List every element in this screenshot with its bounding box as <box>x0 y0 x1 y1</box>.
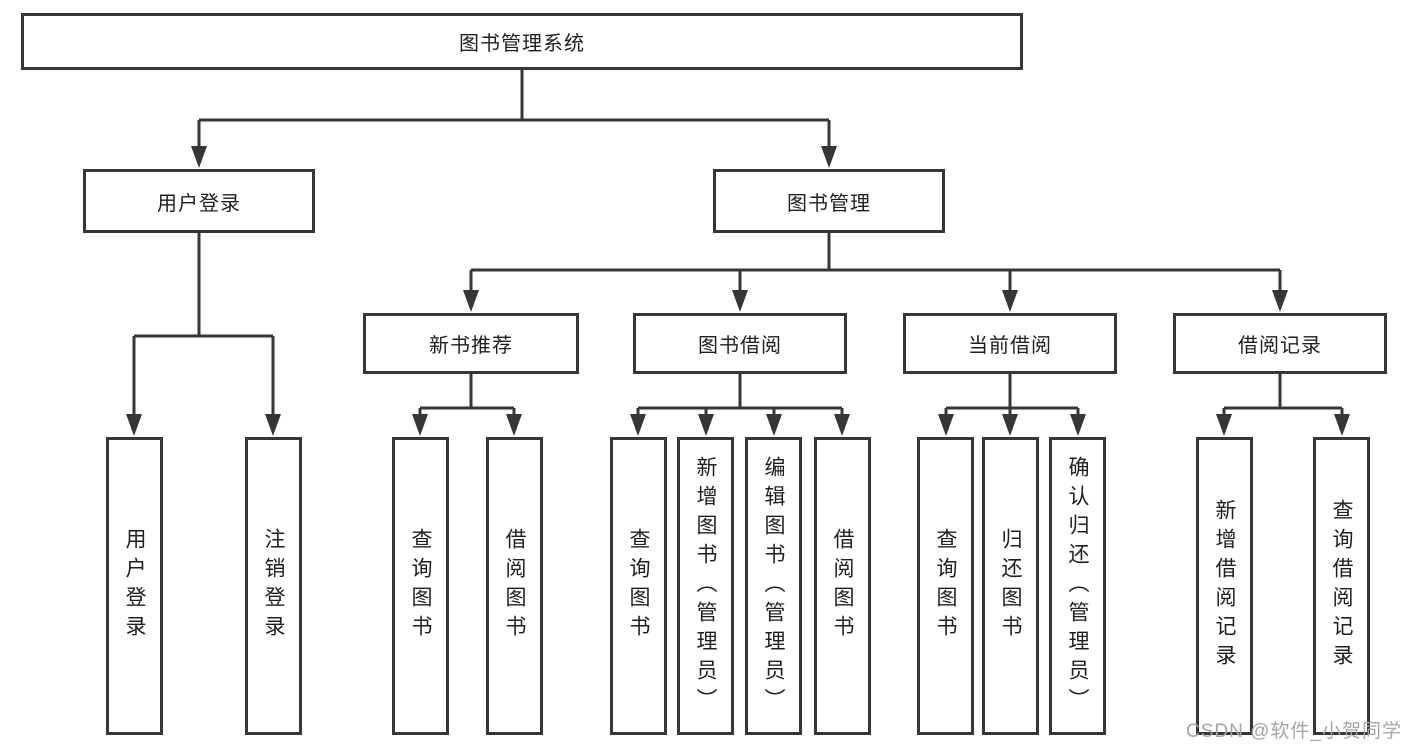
arrow-down-icon <box>821 146 837 168</box>
arrow-down-icon <box>506 414 522 436</box>
leaf-query-books-borrowing: 查询图书 <box>610 437 667 735</box>
arrow-down-icon <box>698 414 714 436</box>
connector-book-borrowing-to-leaves <box>630 374 850 436</box>
node-label: 新书推荐 <box>429 335 513 357</box>
leaf-return-books: 归还图书 <box>982 437 1039 735</box>
connector-new-book-recommend-to-leaves <box>412 374 522 436</box>
arrow-down-icon <box>938 414 954 436</box>
node-current-borrowing: 当前借阅 <box>903 313 1117 374</box>
node-book-management: 图书管理 <box>713 169 945 233</box>
node-label: 确认归还（管理员） <box>1066 455 1089 717</box>
arrow-down-icon <box>265 414 281 436</box>
node-label: 借阅图书 <box>503 528 526 644</box>
leaf-edit-books-admin: 编辑图书（管理员） <box>745 437 802 735</box>
arrow-down-icon <box>1272 290 1288 312</box>
connector-root-to-level2 <box>191 70 837 168</box>
leaf-query-borrow-record: 查询借阅记录 <box>1313 437 1370 735</box>
node-label: 查询图书 <box>409 528 432 644</box>
node-user-login: 用户登录 <box>83 169 315 233</box>
leaf-borrow-books-recommend: 借阅图书 <box>486 437 543 735</box>
node-root-system: 图书管理系统 <box>21 13 1023 70</box>
leaf-query-books-recommend: 查询图书 <box>392 437 449 735</box>
connector-current-borrowing-to-leaves <box>938 374 1086 436</box>
arrow-down-icon <box>630 414 646 436</box>
connector-user-login-to-leaves <box>126 233 281 436</box>
node-label: 用户登录 <box>123 528 146 644</box>
node-label: 新增借阅记录 <box>1213 499 1236 673</box>
leaf-logout-login: 注销登录 <box>245 437 302 735</box>
node-label: 借阅记录 <box>1238 335 1322 357</box>
node-label: 当前借阅 <box>968 335 1052 357</box>
connector-borrow-records-to-leaves <box>1216 374 1350 436</box>
connector-book-management-to-level3 <box>463 233 1288 312</box>
arrow-down-icon <box>412 414 428 436</box>
node-new-book-recommend: 新书推荐 <box>363 313 579 374</box>
arrow-down-icon <box>766 414 782 436</box>
node-label: 归还图书 <box>999 528 1022 644</box>
node-label: 借阅图书 <box>831 528 854 644</box>
node-label: 新增图书（管理员） <box>694 455 717 717</box>
arrow-down-icon <box>1002 414 1018 436</box>
leaf-add-books-admin: 新增图书（管理员） <box>677 437 734 735</box>
arrow-down-icon <box>1070 414 1086 436</box>
node-label: 图书管理 <box>787 192 871 215</box>
node-label: 注销登录 <box>262 528 285 644</box>
arrow-down-icon <box>126 414 142 436</box>
leaf-user-login: 用户登录 <box>106 437 163 735</box>
node-label: 编辑图书（管理员） <box>762 455 785 717</box>
node-label: 图书管理系统 <box>459 33 585 55</box>
arrow-down-icon <box>732 290 748 312</box>
leaf-query-books-current: 查询图书 <box>917 437 974 735</box>
node-label: 查询图书 <box>934 528 957 644</box>
node-borrow-records: 借阅记录 <box>1173 313 1387 374</box>
arrow-down-icon <box>191 146 207 168</box>
arrow-down-icon <box>1216 414 1232 436</box>
node-book-borrowing: 图书借阅 <box>633 313 847 374</box>
leaf-borrow-books-borrowing: 借阅图书 <box>814 437 871 735</box>
arrow-down-icon <box>1334 414 1350 436</box>
arrow-down-icon <box>834 414 850 436</box>
node-label: 查询图书 <box>627 528 650 644</box>
node-label: 查询借阅记录 <box>1330 499 1353 673</box>
arrow-down-icon <box>463 290 479 312</box>
arrow-down-icon <box>1002 290 1018 312</box>
node-label: 图书借阅 <box>698 335 782 357</box>
leaf-add-borrow-record: 新增借阅记录 <box>1196 437 1253 735</box>
leaf-confirm-return-admin: 确认归还（管理员） <box>1049 437 1106 735</box>
node-label: 用户登录 <box>157 192 241 215</box>
watermark: CSDN @软件_小贺同学 <box>1186 721 1402 742</box>
